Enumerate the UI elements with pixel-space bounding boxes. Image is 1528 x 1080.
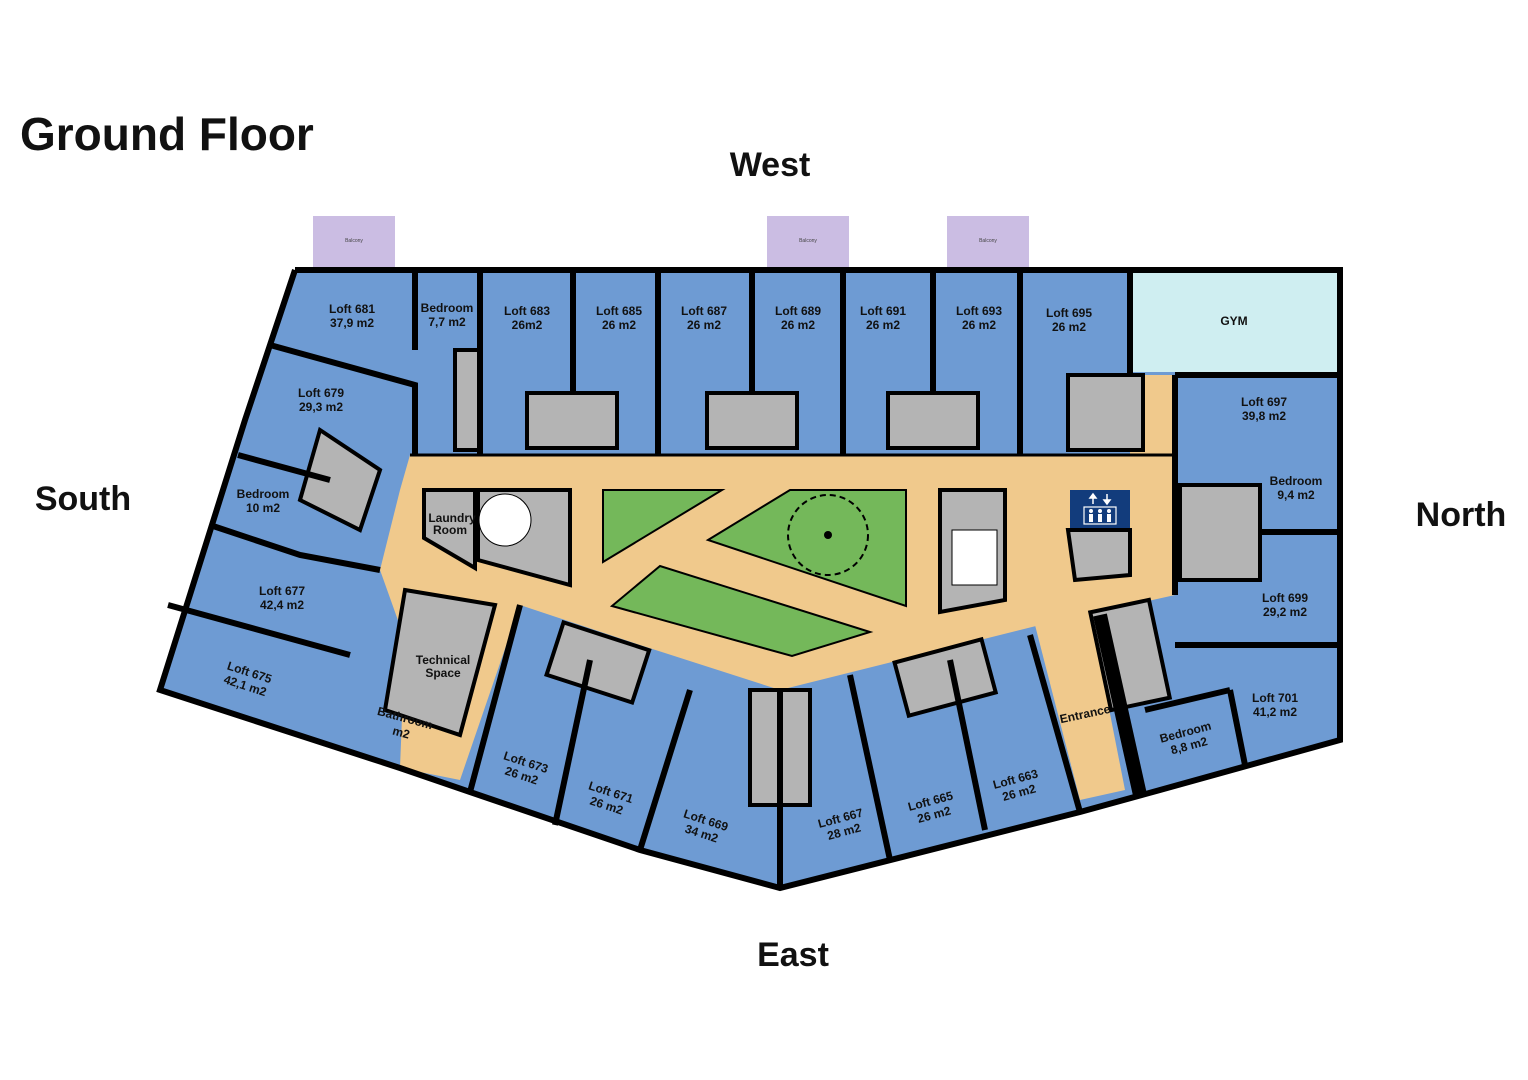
svg-text:26 m2: 26 m2 — [602, 318, 636, 332]
svg-text:29,3 m2: 29,3 m2 — [299, 400, 343, 414]
svg-text:Loft 687: Loft 687 — [681, 304, 727, 318]
svg-text:Bedroom: Bedroom — [421, 301, 474, 315]
svg-text:m2: m2 — [391, 724, 412, 742]
svg-text:Loft 689: Loft 689 — [775, 304, 821, 318]
svg-text:Technical: Technical — [416, 653, 470, 667]
svg-text:26 m2: 26 m2 — [1052, 320, 1086, 334]
svg-text:37,9 m2: 37,9 m2 — [330, 316, 374, 330]
svg-text:Laundry: Laundry — [428, 511, 476, 525]
svg-text:Balcony: Balcony — [799, 238, 817, 244]
corridor — [380, 375, 1175, 780]
svg-text:7,7 m2: 7,7 m2 — [428, 315, 466, 329]
svg-text:Bedroom: Bedroom — [237, 487, 290, 501]
room-label-gym[interactable]: GYM — [1220, 314, 1247, 328]
svg-text:26 m2: 26 m2 — [781, 318, 815, 332]
svg-text:GYM: GYM — [1220, 314, 1247, 328]
svg-text:Balcony: Balcony — [979, 238, 997, 244]
svg-text:Loft 677: Loft 677 — [259, 584, 305, 598]
gym — [1130, 272, 1338, 372]
svg-text:Balcony: Balcony — [345, 238, 363, 244]
svg-text:10 m2: 10 m2 — [246, 501, 280, 515]
lawn — [705, 489, 907, 608]
svg-text:Loft 695: Loft 695 — [1046, 306, 1092, 320]
svg-text:Loft 691: Loft 691 — [860, 304, 906, 318]
svg-text:29,2 m2: 29,2 m2 — [1263, 605, 1307, 619]
svg-text:Loft 693: Loft 693 — [956, 304, 1002, 318]
elevator-icon — [1070, 490, 1130, 528]
svg-text:Loft 699: Loft 699 — [1262, 591, 1308, 605]
svg-text:26m2: 26m2 — [512, 318, 543, 332]
svg-text:Loft 683: Loft 683 — [504, 304, 550, 318]
lawn — [602, 489, 726, 564]
entrance-area — [1035, 612, 1125, 800]
compass-east: East — [757, 936, 829, 974]
svg-text:Loft 685: Loft 685 — [596, 304, 642, 318]
svg-text:26 m2: 26 m2 — [866, 318, 900, 332]
svg-text:Bedroom: Bedroom — [1270, 474, 1323, 488]
svg-text:Loft 697: Loft 697 — [1241, 395, 1287, 409]
svg-text:Loft 701: Loft 701 — [1252, 691, 1298, 705]
compass-south: South — [35, 480, 131, 518]
exterior-wall — [156, 267, 1343, 892]
tree-icon — [787, 494, 869, 576]
svg-text:Room: Room — [433, 523, 467, 537]
svg-text:42,4 m2: 42,4 m2 — [260, 598, 304, 612]
svg-text:41,2 m2: 41,2 m2 — [1253, 705, 1297, 719]
svg-text:Loft 679: Loft 679 — [298, 386, 344, 400]
svg-text:26 m2: 26 m2 — [962, 318, 996, 332]
balcony: Balcony — [313, 216, 395, 268]
balcony: Balcony — [767, 216, 849, 268]
interior-walls — [167, 270, 1340, 888]
svg-text:Loft 681: Loft 681 — [329, 302, 375, 316]
compass-north: North — [1416, 496, 1507, 534]
spiral-staircase-icon — [478, 493, 532, 547]
page-title: Ground Floor — [20, 108, 314, 160]
lawn — [609, 564, 874, 658]
svg-text:39,8 m2: 39,8 m2 — [1242, 409, 1286, 423]
svg-text:26 m2: 26 m2 — [687, 318, 721, 332]
compass-west: West — [730, 146, 811, 184]
staircase-icon — [951, 529, 998, 586]
svg-text:Space: Space — [425, 666, 461, 680]
balcony: Balcony — [947, 216, 1029, 268]
svg-text:9,4 m2: 9,4 m2 — [1277, 488, 1315, 502]
